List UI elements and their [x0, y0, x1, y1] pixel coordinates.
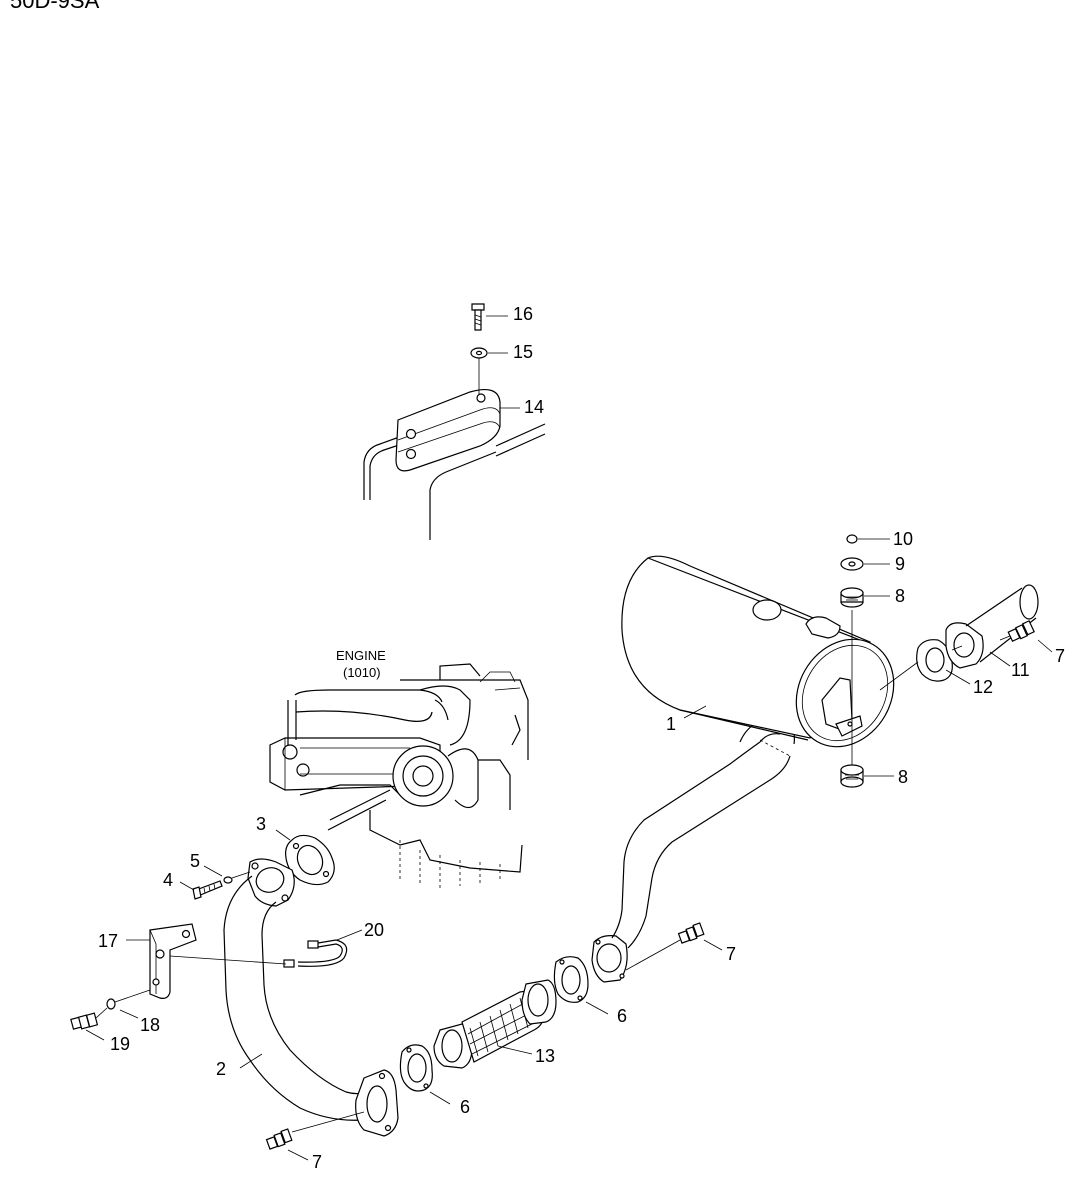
callout-5: 5: [190, 851, 200, 871]
callout-2: 2: [216, 1059, 226, 1079]
callout-14: 14: [524, 397, 544, 417]
u-bolt-20-icon: [283, 939, 348, 968]
callout-8-upper: 8: [895, 586, 905, 606]
callout-13: 13: [535, 1046, 555, 1066]
callout-6-upper: 6: [617, 1006, 627, 1026]
gasket-6-upper-icon: [553, 956, 589, 1003]
callout-1: 1: [666, 714, 676, 734]
muffler-1: [621, 555, 895, 748]
callout-20: 20: [364, 920, 384, 940]
front-pipe-2: [223, 858, 399, 1137]
callout-9: 9: [895, 554, 905, 574]
callout-8-lower: 8: [898, 767, 908, 787]
bolt-7-upper-icon: [1007, 620, 1035, 643]
bolt-4-icon: [192, 880, 223, 900]
bolt-16-icon: [471, 303, 485, 331]
callout-18: 18: [140, 1015, 160, 1035]
washer-5-icon: [223, 876, 233, 884]
gasket-3-icon: [285, 834, 335, 886]
callout-7-middle: 7: [726, 944, 736, 964]
callout-16: 16: [513, 304, 533, 324]
gasket-12-icon: [916, 639, 953, 682]
bracket-17-icon: [149, 923, 197, 999]
washer-18-icon: [106, 998, 116, 1010]
callout-17: 17: [98, 931, 118, 951]
gasket-6-lower-icon: [399, 1044, 433, 1092]
cover-group: [363, 389, 546, 540]
callout-11: 11: [1011, 660, 1030, 680]
bolt-19-icon: [70, 1012, 99, 1030]
flex-pipe-13: [433, 979, 557, 1069]
engine-label: ENGINE: [336, 648, 386, 663]
washer-15-icon: [470, 347, 488, 359]
callout-19: 19: [110, 1034, 130, 1054]
callout-6-lower: 6: [460, 1097, 470, 1117]
model-code-title: 50D-9SA: [10, 0, 100, 13]
cover-bolt-hole-icon: [476, 393, 486, 403]
callout-7-upper: 7: [1055, 646, 1065, 666]
leader-lines: [85, 315, 1053, 1161]
callout-12: 12: [973, 677, 993, 697]
engine-sketch: [269, 663, 529, 888]
callout-7-lower: 7: [312, 1152, 322, 1172]
washer-9-icon: [840, 557, 864, 571]
engine-ref-number: (1010): [343, 665, 381, 680]
cover-hole-icon: [405, 428, 417, 440]
rubber-8-lower-icon: [840, 764, 864, 788]
nut-10-icon: [846, 534, 858, 544]
callout-3: 3: [256, 814, 266, 834]
muffler-tail-pipe: [591, 721, 795, 983]
bolt-7-lower-icon: [265, 1128, 293, 1150]
callout-10: 10: [893, 529, 913, 549]
bolt-7-middle-icon: [677, 922, 705, 944]
tail-pipe-11: [945, 584, 1039, 669]
callout-4: 4: [163, 870, 173, 890]
rubber-8-upper-icon: [840, 587, 864, 608]
callout-15: 15: [513, 342, 533, 362]
